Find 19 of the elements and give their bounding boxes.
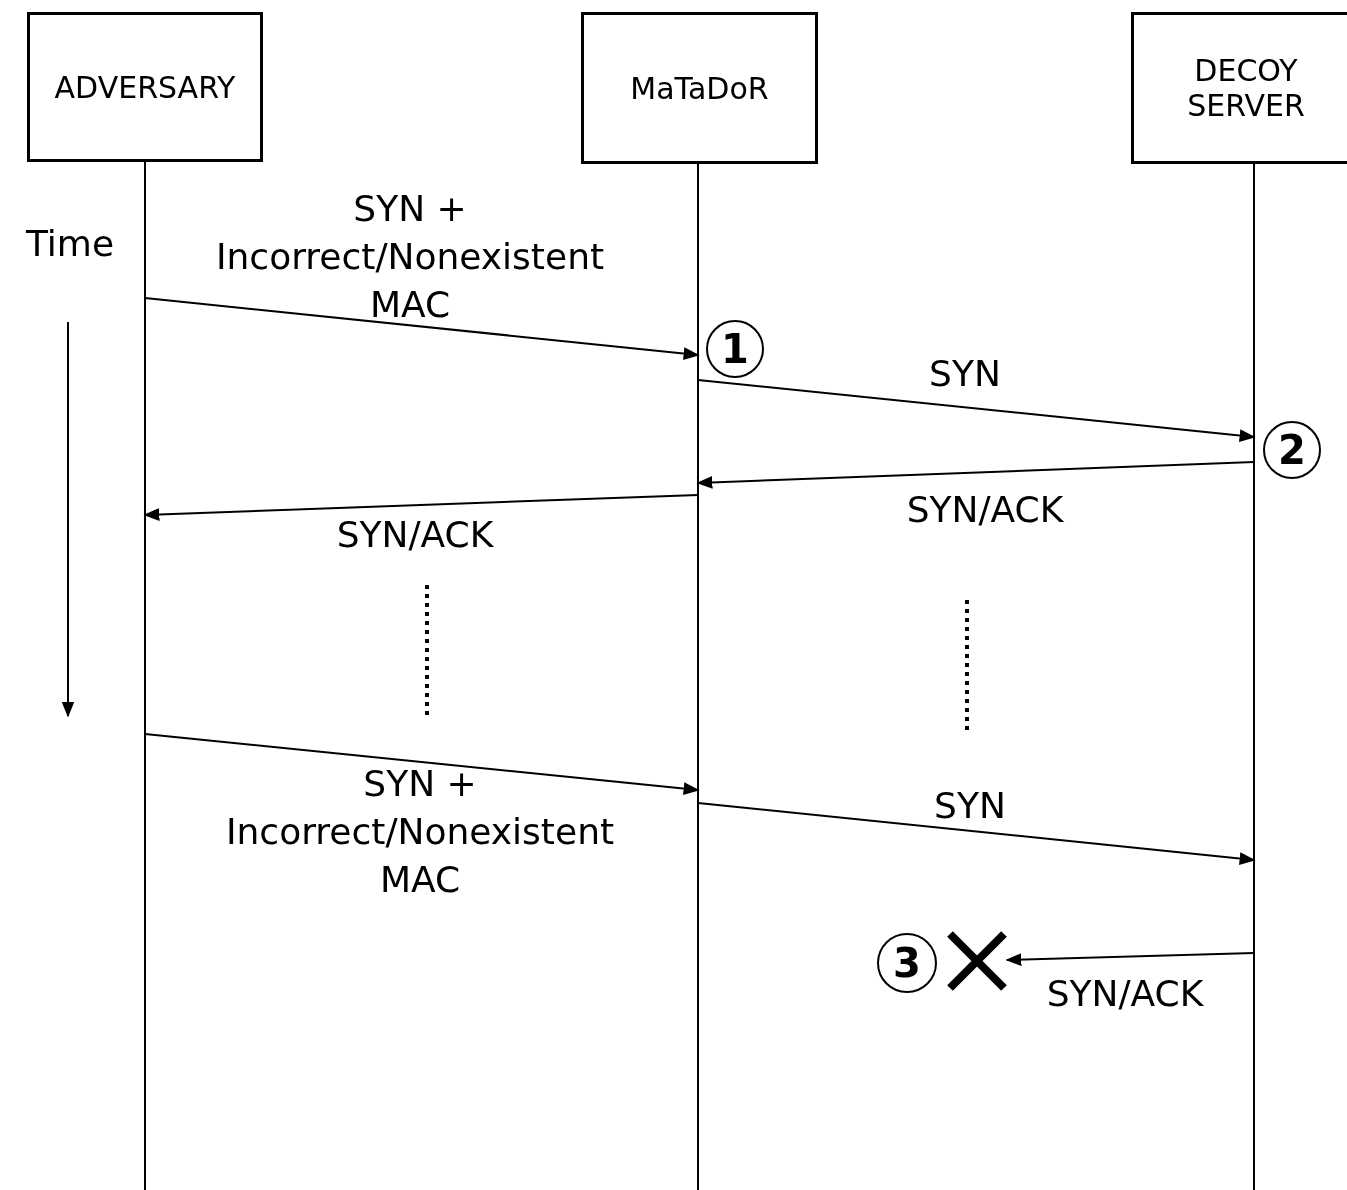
arrow: [143, 494, 699, 521]
axis-label: Time: [24, 222, 116, 266]
arrow: [1005, 952, 1255, 966]
arrow: [144, 297, 700, 360]
arrow: [697, 802, 1256, 865]
edge-label: SYN + Incorrect/Nonexistent MAC: [214, 187, 606, 327]
participant-box: MaTaDoR: [581, 12, 818, 164]
edge-label: SYN/ACK: [335, 513, 495, 557]
edge-label: SYN: [928, 352, 1002, 396]
arrow: [144, 733, 700, 795]
arrow: [697, 379, 1256, 442]
arrow: [696, 461, 1255, 489]
participant-box: ADVERSARY: [27, 12, 263, 162]
edge-label: SYN/ACK: [1045, 972, 1205, 1016]
participant-box: DECOY SERVER: [1131, 12, 1347, 164]
step-number: 3: [877, 933, 937, 993]
edge-label: SYN: [933, 784, 1007, 828]
edge-label: SYN + Incorrect/Nonexistent MAC: [224, 762, 616, 902]
edge-label: SYN/ACK: [905, 488, 1065, 532]
